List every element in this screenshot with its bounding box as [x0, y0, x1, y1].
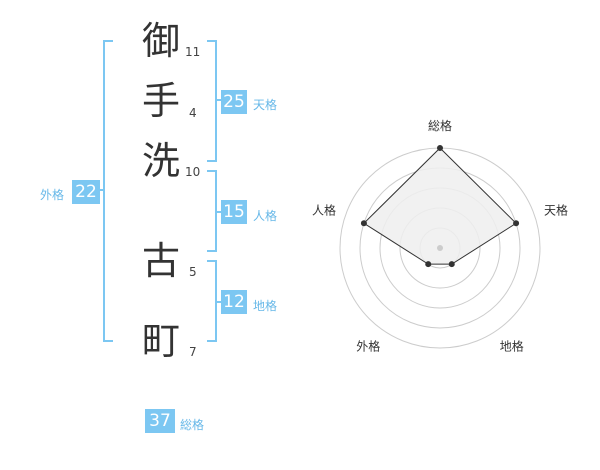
- radar-point-0: [437, 145, 443, 151]
- radar-point-3: [425, 261, 432, 268]
- soukaku-label: 総格: [180, 418, 205, 432]
- gaikaku-badge: 22: [72, 180, 100, 204]
- soukaku-badge: 37: [145, 409, 175, 433]
- radar-axis-label-2: 地格: [500, 339, 524, 354]
- radar-axis-label-4: 人格: [312, 202, 336, 217]
- jinkaku-label: 人格: [253, 209, 278, 223]
- chikaku-label: 地格: [253, 299, 278, 313]
- name-char-2: 手: [141, 79, 180, 123]
- chikaku-bracket-tick: [215, 301, 221, 303]
- chikaku-badge: 12: [221, 290, 247, 314]
- jinkaku-badge: 15: [221, 200, 247, 224]
- gaikaku-bracket: [103, 40, 113, 342]
- radar-points: [360, 145, 520, 268]
- name-char-3: 洗: [141, 139, 180, 183]
- tenkaku-label: 天格: [253, 98, 278, 112]
- stroke-count-5: 7: [189, 345, 197, 359]
- gaikaku-label: 外格: [40, 188, 65, 202]
- name-char-1: 御: [141, 19, 180, 63]
- jinkaku-bracket-tick: [215, 211, 221, 213]
- radar-axis-label-1: 天格: [544, 202, 568, 217]
- radar-point-4: [360, 220, 367, 227]
- tenkaku-bracket-tick: [215, 99, 221, 101]
- radar-point-2: [448, 261, 455, 268]
- tenkaku-bracket: [207, 40, 217, 162]
- name-char-4: 古: [141, 239, 180, 283]
- gaikaku-bracket-tick: [96, 189, 104, 191]
- stroke-count-1: 11: [185, 45, 201, 59]
- stroke-count-3: 10: [185, 165, 201, 179]
- stroke-count-4: 5: [189, 265, 197, 279]
- radar-point-1: [513, 220, 520, 227]
- radar-axis-label-3: 外格: [356, 339, 380, 354]
- tenkaku-badge: 25: [221, 90, 247, 114]
- radar-area: [363, 147, 517, 265]
- name-char-5: 町: [141, 319, 180, 363]
- radar-axis-label-0: 総格: [428, 118, 452, 133]
- radar-center-dot: [437, 245, 443, 251]
- stroke-count-2: 4: [189, 106, 197, 120]
